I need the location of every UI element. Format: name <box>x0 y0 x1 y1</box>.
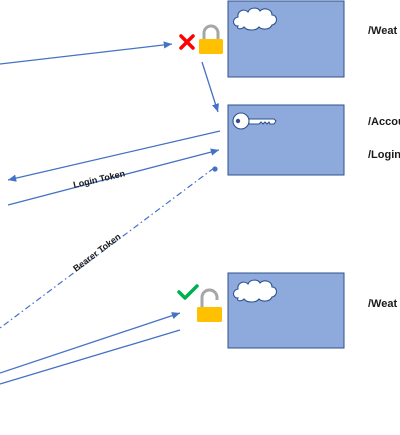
weather-endpoint-top: /Weat <box>368 25 398 37</box>
closed-padlock-icon <box>199 24 223 54</box>
key-icon <box>232 112 277 130</box>
cloud-icon <box>232 7 278 31</box>
redirect-arrow-to-account <box>201 61 219 113</box>
authorized-request-arrow-2 <box>0 329 181 385</box>
login-token-label: Login Token <box>72 168 126 190</box>
open-padlock-icon <box>197 288 222 322</box>
bearer-token-label: Bearer Token <box>71 231 122 273</box>
login-request-arrow <box>7 148 220 206</box>
green-check-icon <box>177 284 199 300</box>
authorized-request-arrow <box>0 312 181 374</box>
bearer-token-origin-dot <box>212 166 218 172</box>
login-endpoint: /Login <box>368 149 400 161</box>
bearer-token-dashed-line <box>0 167 215 329</box>
weather-endpoint-bottom: /Weat <box>368 298 398 310</box>
account-endpoint: /Accou <box>368 116 400 128</box>
login-token-return-arrow <box>7 130 221 182</box>
request-arrow-to-weather-top <box>0 41 173 65</box>
red-x-icon <box>179 34 195 50</box>
cloud-icon <box>232 279 278 303</box>
